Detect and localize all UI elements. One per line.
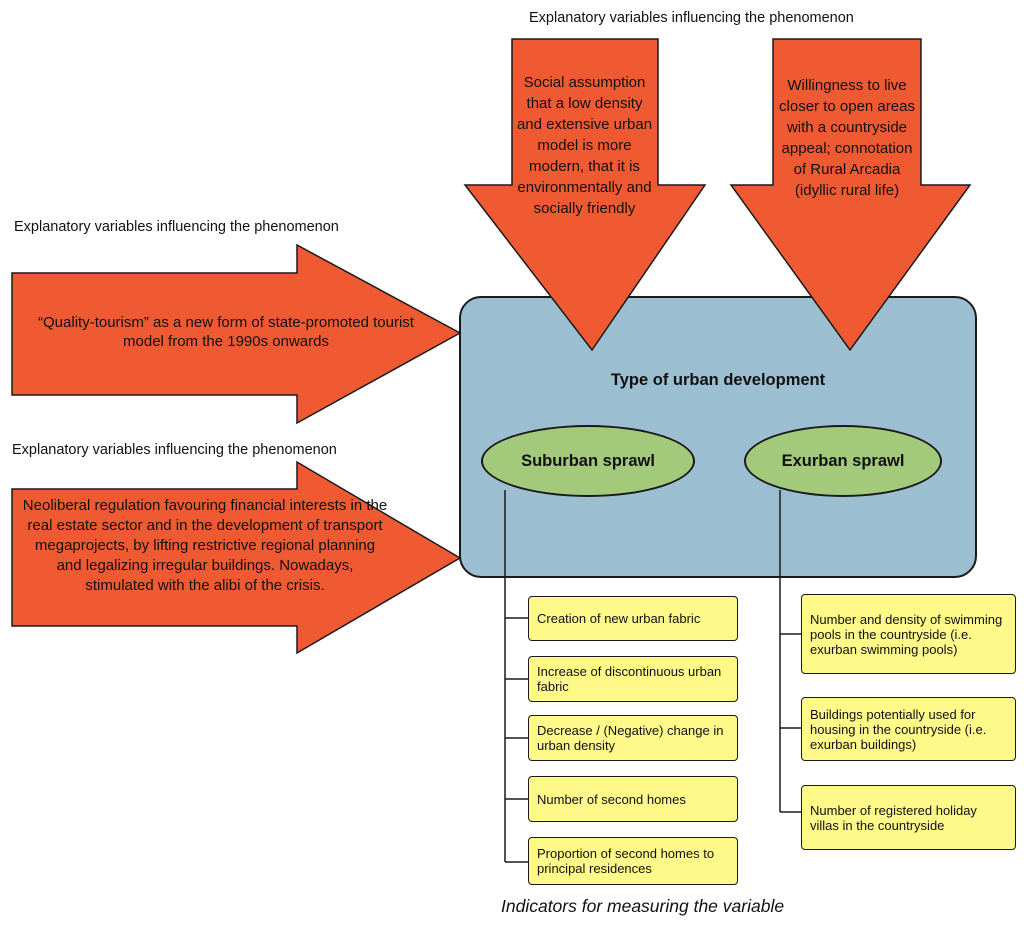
caption-left-lower: Explanatory variables influencing the ph…	[12, 442, 337, 458]
suburban-indicator-2: Increase of discontinuous urban fabric	[528, 656, 738, 702]
exurban-indicator-1: Number and density of swimming pools in …	[801, 594, 1016, 674]
arrow-left-lower-text: Neoliberal regulation favouring financia…	[22, 497, 388, 594]
caption-top: Explanatory variables influencing the ph…	[529, 10, 854, 26]
exurban-sprawl-ellipse: Exurban sprawl	[744, 425, 942, 497]
exurban-indicator-3: Number of registered holiday villas in t…	[801, 785, 1016, 850]
arrow-left-lower	[11, 460, 462, 655]
suburban-connectors	[504, 490, 528, 863]
arrow-left-upper	[11, 243, 462, 425]
panel-title: Type of urban development	[610, 371, 826, 389]
arrow-top-left	[463, 38, 707, 352]
suburban-sprawl-ellipse: Suburban sprawl	[481, 425, 695, 497]
exurban-connectors	[779, 490, 801, 813]
arrow-top-left-text: Social assumption that a low density and…	[516, 74, 653, 217]
indicators-footer: Indicators for measuring the variable	[501, 896, 785, 916]
suburban-sprawl-label: Suburban sprawl	[521, 451, 655, 470]
arrow-top-right-text: Willingness to live closer to open areas…	[779, 77, 915, 199]
suburban-indicator-3: Decrease / (Negative) change in urban de…	[528, 715, 738, 761]
arrow-left-upper-text: “Quality-tourism” as a new form of state…	[38, 314, 414, 350]
caption-left-upper: Explanatory variables influencing the ph…	[14, 219, 339, 235]
suburban-indicator-1: Creation of new urban fabric	[528, 596, 738, 641]
exurban-indicator-2: Buildings potentially used for housing i…	[801, 697, 1016, 761]
exurban-sprawl-label: Exurban sprawl	[781, 451, 905, 470]
arrow-top-right	[729, 38, 972, 352]
suburban-indicator-5: Proportion of second homes to principal …	[528, 837, 738, 885]
suburban-indicator-4: Number of second homes	[528, 776, 738, 822]
